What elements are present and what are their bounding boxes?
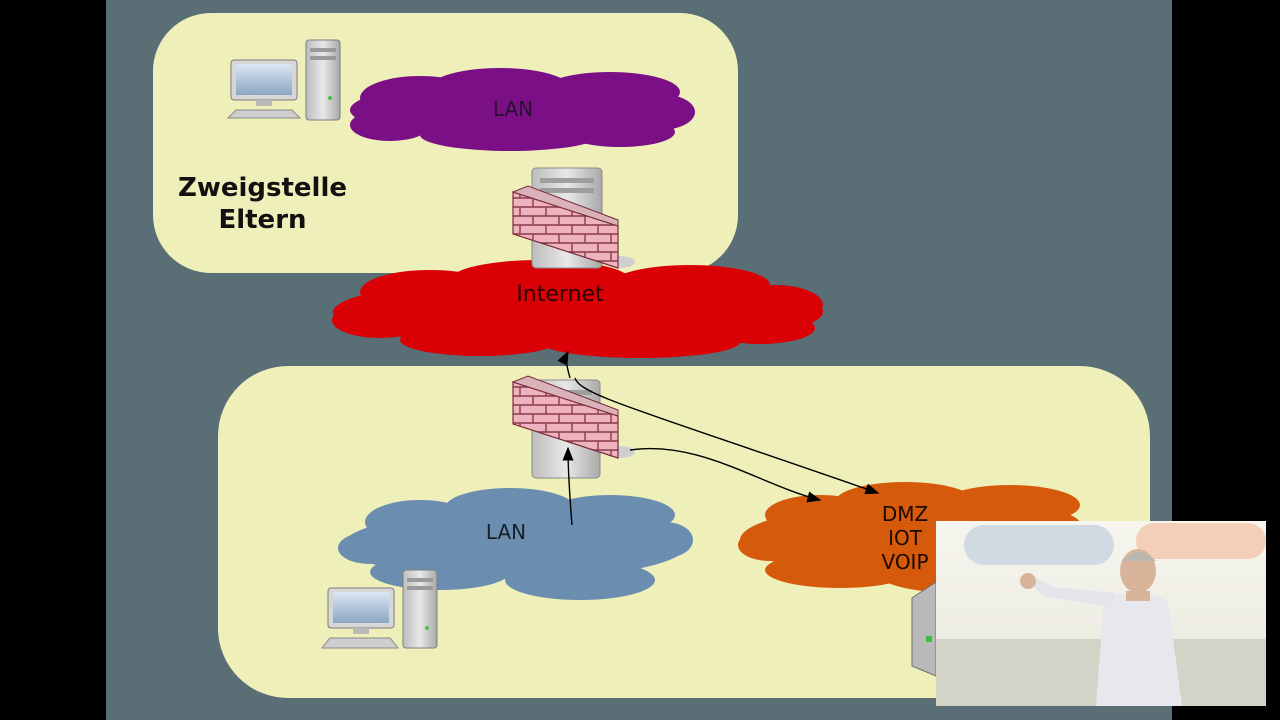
dmz-line-dmz: DMZ [881,502,929,526]
presenter-figure [1020,549,1182,706]
dmz-label: DMZ IOT VOIP [862,502,948,574]
branch-title-line2: Eltern [218,205,307,235]
internet-cloud [332,260,823,358]
webcam-blue-cloud [964,525,1114,565]
dmz-line-iot: IOT [888,526,922,550]
home-firewall-icon [511,375,635,479]
branch-firewall-icon [511,167,635,269]
branch-office-title: Zweigstelle Eltern [160,172,365,236]
webcam-orange-cloud [1136,523,1266,559]
traffic-arrows [557,350,880,526]
dmz-line-voip: VOIP [881,550,929,574]
dmz-server-icon [911,581,937,677]
internet-label: Internet [516,282,604,307]
home-workstation-icon [320,569,438,649]
branch-lan-label: LAN [492,97,534,121]
branch-title-line1: Zweigstelle [177,173,348,203]
home-lan-cloud [338,488,693,600]
presenter-webcam-overlay [936,521,1266,706]
branch-lan-cloud [350,68,695,151]
home-lan-label: LAN [485,520,527,544]
branch-workstation-icon [226,39,341,121]
